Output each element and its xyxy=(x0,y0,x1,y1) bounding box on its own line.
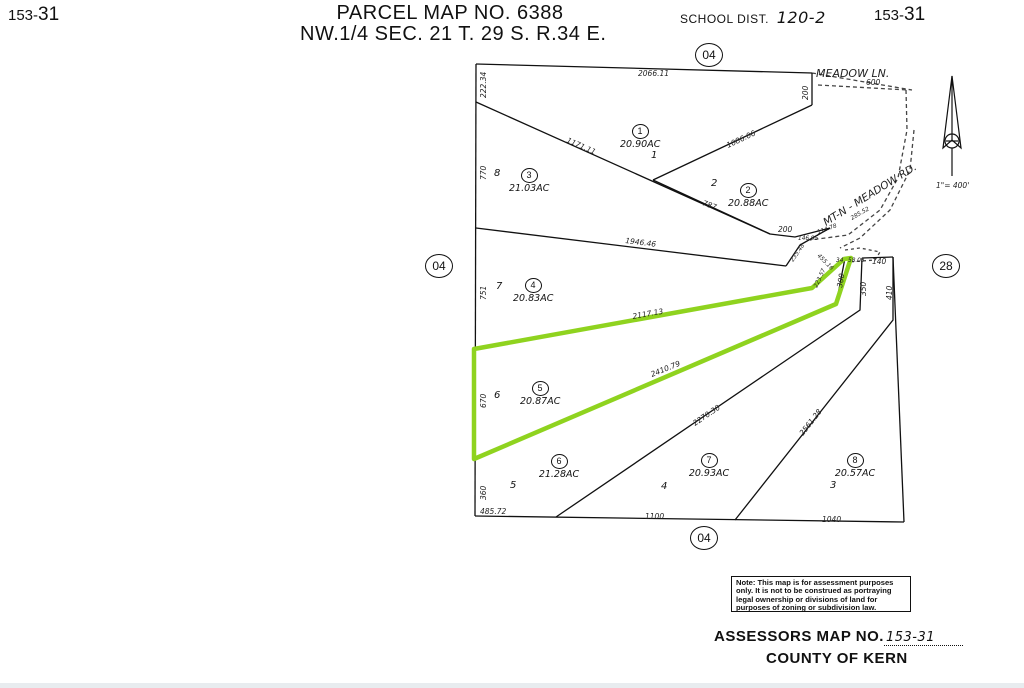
parcel-2-lot: 2 xyxy=(711,178,718,189)
dim-left-top: 222.34 xyxy=(479,72,488,98)
line-1-2 xyxy=(652,104,813,181)
boundary-north xyxy=(475,63,813,74)
parcel-2-label: 2 20.88AC xyxy=(728,180,768,209)
parcel-7-number: 7 xyxy=(700,453,718,468)
boundary-south xyxy=(474,515,905,523)
parcel-8-acres: 20.57AC xyxy=(834,468,876,479)
county-name: COUNTY OF KERN xyxy=(766,650,908,667)
parcel-5-lot: 6 xyxy=(494,390,501,401)
road-meadow-ln: MEADOW LN. xyxy=(816,67,889,80)
parcel-6-acres: 21.28AC xyxy=(538,469,580,480)
dim-bottom-left: 485.72 xyxy=(480,507,506,516)
dim-left-6: 360 xyxy=(479,485,488,500)
parcel-7-acres: 20.93AC xyxy=(688,468,730,479)
school-district: SCHOOL DIST. 120-2 xyxy=(680,8,826,27)
parcel-2-number: 2 xyxy=(739,183,757,198)
parcel-4-number: 4 xyxy=(524,278,542,293)
parcel-7-lot: 4 xyxy=(661,481,668,492)
dim-bottom-mid: 1100 xyxy=(645,512,664,521)
parcel-3-label: 3 21.03AC xyxy=(509,165,549,194)
line-2-bottom xyxy=(652,179,831,238)
scale-label: 1"= 400' xyxy=(936,181,969,190)
dim-road-1: 146.95 xyxy=(798,236,819,242)
title-line-1: PARCEL MAP NO. 6388 xyxy=(336,2,564,24)
parcel-3-number: 3 xyxy=(520,168,538,183)
title-line-2: NW.1/4 SEC. 21 T. 29 S. R.34 E. xyxy=(300,23,607,45)
parcel-1-acres: 20.90AC xyxy=(620,139,661,150)
dim-line-410: 410 xyxy=(885,285,894,300)
parcel-2-acres: 20.88AC xyxy=(728,198,769,209)
dim-line-1946: 1946.46 xyxy=(625,236,657,249)
dim-left-5: 670 xyxy=(479,393,488,408)
parcel-4-label: 4 20.83AC xyxy=(513,275,553,304)
assessment-note: Note: This map is for assessment purpose… xyxy=(731,576,911,612)
map-code-top-left: 153-31 xyxy=(8,4,59,26)
school-dist-label: SCHOOL DIST. xyxy=(680,12,769,26)
dim-line-350: 350 xyxy=(859,281,868,296)
highlighted-parcel-5 xyxy=(471,255,854,462)
assessors-label: ASSESSORS MAP NO. xyxy=(714,628,884,645)
dim-line-140: 140 xyxy=(872,257,887,266)
dim-left-3: 770 xyxy=(479,165,488,180)
dim-line-1-2: 1086.06 xyxy=(725,128,757,149)
dim-line-2270: 2270.30 xyxy=(691,403,722,428)
dim-diag-1: 1171.11 xyxy=(565,136,597,157)
parcel-5-label: 5 20.87AC xyxy=(520,378,560,407)
dim-line-2561: 2561.28 xyxy=(797,407,823,437)
map-code-prefix: 153- xyxy=(8,7,39,24)
dim-road-5: 455.16 xyxy=(816,253,835,272)
parcel-6-lot: 5 xyxy=(510,480,517,491)
map-code-prefix-right: 153- xyxy=(874,7,905,24)
dim-bottom-right: 1040 xyxy=(822,515,841,524)
school-dist-value: 120-2 xyxy=(776,8,826,27)
dim-line-200b: 200 xyxy=(801,85,810,100)
dim-road-7: 34 xyxy=(836,258,844,264)
parcel-8-label: 8 20.57AC xyxy=(834,450,876,479)
assessors-value: 153-31 xyxy=(883,630,963,646)
map-code-num: 31 xyxy=(38,4,60,25)
bottom-edge xyxy=(0,683,1024,688)
map-code-num-right: 31 xyxy=(904,4,926,25)
parcel-8-number: 8 xyxy=(846,453,864,468)
dim-left-4: 751 xyxy=(479,286,488,300)
parcel-1-label: 1 20.90AC xyxy=(620,121,660,150)
assessors-map-number: ASSESSORS MAP NO.153-31 xyxy=(714,628,963,646)
adjacent-section-right: 28 xyxy=(932,254,960,278)
dim-line-200a: 200 xyxy=(778,225,793,234)
road-mtn-meadow-rd: MT-N - MEADOW RD. xyxy=(821,161,919,228)
parcel-8-lot: 3 xyxy=(830,480,837,491)
line-6-7 xyxy=(555,257,863,518)
parcel-6-number: 6 xyxy=(550,454,568,469)
parcel-7-label: 7 20.93AC xyxy=(688,450,730,479)
line-3-4 xyxy=(475,227,787,267)
adjacent-section-left: 04 xyxy=(425,254,453,278)
adjacent-section-top: 04 xyxy=(695,43,723,67)
north-arrow-icon xyxy=(942,75,962,176)
parcel-4-lot: 7 xyxy=(496,281,503,292)
parcel-1-lot: 1 xyxy=(651,150,658,161)
boundary-east xyxy=(892,256,905,523)
dim-line-600: 600 xyxy=(866,78,881,87)
parcel-3-acres: 21.03AC xyxy=(509,183,550,194)
dim-road-4: 235.48 xyxy=(790,243,807,263)
line-7-8 xyxy=(734,257,894,521)
parcel-1-number: 1 xyxy=(631,124,649,139)
dim-road-8: 58.03 xyxy=(848,258,865,264)
map-title: PARCEL MAP NO. 6388 NW.1/4 SEC. 21 T. 29… xyxy=(300,2,607,45)
parcel-5-number: 5 xyxy=(531,381,549,396)
dim-line-300: 300 xyxy=(835,272,846,288)
adjacent-section-bottom: 04 xyxy=(690,526,718,550)
parcel-5-acres: 20.87AC xyxy=(520,396,561,407)
parcel-6-label: 6 21.28AC xyxy=(538,451,580,480)
parcel-3-lot: 8 xyxy=(494,168,501,179)
map-code-top-right: 153-31 xyxy=(874,4,925,26)
parcel-4-acres: 20.83AC xyxy=(513,293,554,304)
dim-top-edge: 2066.11 xyxy=(638,69,669,78)
